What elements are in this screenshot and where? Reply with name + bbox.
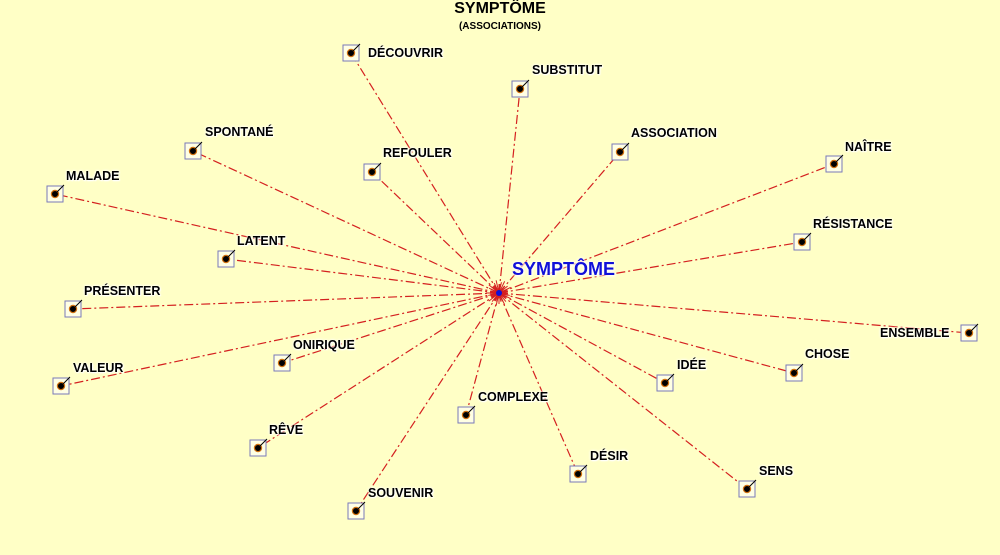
node-marker-malade[interactable] xyxy=(46,184,65,203)
edge-resistance xyxy=(498,241,803,294)
center-node-label[interactable]: SYMPTÔME xyxy=(512,259,616,279)
node-label-sens[interactable]: SENS xyxy=(759,464,794,478)
node-label-idee[interactable]: IDÉE xyxy=(677,358,707,372)
edge-sens xyxy=(498,292,748,490)
node-label-spontane[interactable]: SPONTANÉ xyxy=(205,125,274,139)
node-label-ensemble[interactable]: ENSEMBLE xyxy=(880,326,950,340)
edge-spontane xyxy=(192,150,500,294)
node-label-souvenir[interactable]: SOUVENIR xyxy=(368,486,434,500)
node-marker-sens[interactable] xyxy=(738,479,757,498)
node-marker-reve[interactable] xyxy=(249,438,268,457)
node-label-latent[interactable]: LATENT xyxy=(237,234,286,248)
node-label-malade[interactable]: MALADE xyxy=(66,169,120,183)
edge-latent xyxy=(225,258,500,294)
edge-idee xyxy=(498,292,666,384)
diagram-title: SYMPTÔME xyxy=(454,0,546,17)
node-label-onirique[interactable]: ONIRIQUE xyxy=(293,338,355,352)
edge-presenter xyxy=(72,292,500,310)
node-marker-desir[interactable] xyxy=(569,464,588,483)
edge-complexe xyxy=(465,292,500,416)
node-marker-latent[interactable] xyxy=(217,249,236,268)
edge-substitut xyxy=(498,88,521,294)
node-label-presenter[interactable]: PRÉSENTER xyxy=(84,284,161,298)
node-marker-refouler[interactable] xyxy=(363,162,382,181)
node-label-reve[interactable]: RÊVE xyxy=(269,423,304,437)
node-label-valeur[interactable]: VALEUR xyxy=(73,361,124,375)
edge-association xyxy=(498,151,621,294)
node-marker-spontane[interactable] xyxy=(184,141,203,160)
edge-onirique xyxy=(281,292,500,364)
edge-decouvrir xyxy=(350,52,500,294)
node-marker-onirique[interactable] xyxy=(273,353,292,372)
node-marker-valeur[interactable] xyxy=(52,376,71,395)
edge-refouler xyxy=(371,171,500,294)
node-label-complexe[interactable]: COMPLEXE xyxy=(478,390,549,404)
edge-valeur xyxy=(60,292,500,387)
center-burst xyxy=(486,280,511,306)
node-marker-decouvrir[interactable] xyxy=(342,43,361,62)
node-marker-chose[interactable] xyxy=(785,363,804,382)
node-marker-souvenir[interactable] xyxy=(347,501,366,520)
node-marker-complexe[interactable] xyxy=(457,405,476,424)
node-marker-idee[interactable] xyxy=(656,373,675,392)
node-label-desir[interactable]: DÉSIR xyxy=(590,449,629,463)
node-label-resistance[interactable]: RÉSISTANCE xyxy=(813,217,893,231)
node-label-association[interactable]: ASSOCIATION xyxy=(631,126,717,140)
node-marker-substitut[interactable] xyxy=(511,79,530,98)
node-label-chose[interactable]: CHOSE xyxy=(805,347,850,361)
diagram-subtitle: (ASSOCIATIONS) xyxy=(458,21,542,32)
node-marker-association[interactable] xyxy=(611,142,630,161)
node-marker-presenter[interactable] xyxy=(64,299,83,318)
node-marker-resistance[interactable] xyxy=(793,232,812,251)
edge-chose xyxy=(498,292,795,374)
edge-ensemble xyxy=(498,292,970,334)
node-label-refouler[interactable]: REFOULER xyxy=(383,146,452,160)
node-label-naitre[interactable]: NAÎTRE xyxy=(845,140,892,154)
edge-malade xyxy=(54,193,500,294)
edge-souvenir xyxy=(355,292,500,512)
edge-reve xyxy=(257,292,500,449)
node-marker-naitre[interactable] xyxy=(825,154,844,173)
node-marker-ensemble[interactable] xyxy=(960,323,979,342)
node-label-substitut[interactable]: SUBSTITUT xyxy=(532,63,603,77)
node-label-decouvrir[interactable]: DÉCOUVRIR xyxy=(368,46,444,60)
edge-naitre xyxy=(498,163,835,294)
edge-desir xyxy=(498,292,579,475)
